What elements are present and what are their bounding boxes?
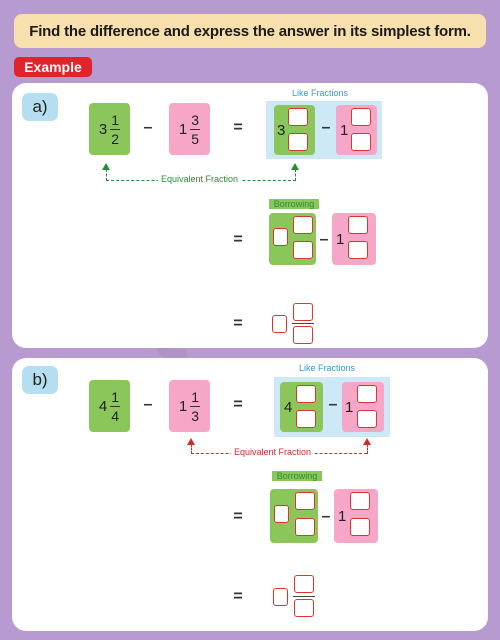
denominator-input-b-answer[interactable] (294, 599, 314, 617)
denominator-input-a-answer[interactable] (293, 326, 313, 344)
arrow-up-icon (291, 163, 299, 170)
arrow-up-icon (363, 438, 371, 445)
numerator-input-a-answer[interactable] (293, 303, 313, 321)
equals-sign: = (233, 588, 243, 605)
fraction-bar (293, 596, 315, 597)
minus-sign: – (143, 396, 153, 413)
whole-input-b-answer[interactable] (273, 588, 288, 606)
example-badge: Example (14, 57, 92, 77)
dashed-connector (191, 444, 192, 454)
borrow-whole-a2: 1 (336, 231, 345, 248)
numerator: 1 (111, 388, 120, 405)
denominator: 2 (111, 130, 120, 147)
mixed-number-card-b2: 1 1 3 (169, 380, 210, 432)
mixed-number-card-a2: 1 3 5 (169, 103, 210, 155)
equals-sign: = (233, 231, 243, 248)
whole-input-a-borrow[interactable] (273, 228, 288, 246)
mixed-number-card-b1: 4 1 4 (89, 380, 130, 432)
minus-sign: – (143, 119, 153, 136)
equals-sign: = (233, 119, 243, 136)
instruction-text: Find the difference and express the answ… (29, 22, 471, 40)
denominator-input-b-borrow2[interactable] (350, 518, 370, 536)
numerator-input-b-borrow1[interactable] (295, 492, 315, 510)
arrow-up-icon (187, 438, 195, 445)
like-fractions-caption: Like Fractions (298, 363, 356, 373)
equivalent-fraction-caption: Equivalent Fraction (231, 447, 315, 457)
numerator-input-b-borrow2[interactable] (350, 492, 370, 510)
problem-label-a: a) (22, 93, 58, 121)
denominator-input-a-like1[interactable] (288, 133, 308, 151)
denominator-input-b-borrow1[interactable] (295, 518, 315, 536)
whole-part: 1 (178, 120, 188, 138)
dashed-connector (367, 444, 368, 454)
numerator-input-a-borrow1[interactable] (293, 216, 313, 234)
denominator-input-a-like2[interactable] (351, 133, 371, 151)
numerator-input-b-like2[interactable] (357, 385, 377, 403)
equivalent-fraction-caption: Equivalent Fraction (158, 174, 242, 184)
numerator-input-a-borrow2[interactable] (348, 216, 368, 234)
denominator: 4 (111, 407, 120, 424)
fraction-bar (110, 405, 121, 407)
whole-part: 4 (98, 397, 108, 415)
numerator: 3 (191, 111, 200, 128)
numerator-input-a-like1[interactable] (288, 108, 308, 126)
fraction: 1 4 (110, 388, 121, 424)
equals-sign: = (233, 396, 243, 413)
borrow-whole-b2: 1 (338, 508, 347, 525)
denominator-input-a-borrow1[interactable] (293, 241, 313, 259)
mixed-number-card-a1: 3 1 2 (89, 103, 130, 155)
whole-part: 1 (178, 397, 188, 415)
like-whole-b2: 1 (345, 399, 354, 416)
borrowing-caption: Borrowing (272, 471, 322, 481)
fraction-bar (190, 405, 201, 407)
whole-part: 3 (98, 120, 108, 138)
like-whole-a1: 3 (277, 122, 286, 139)
denominator-input-b-like1[interactable] (296, 410, 316, 428)
problem-panel-b: b) 4 1 4 – 1 1 3 = Like Fractions 4 – 1 … (12, 358, 488, 631)
dashed-connector (106, 169, 107, 181)
denominator: 3 (191, 407, 200, 424)
problem-panel-a: a) 3 1 2 – 1 3 5 = Like Fractions 3 – 1 … (12, 83, 488, 348)
fraction: 1 3 (190, 388, 201, 424)
problem-label-b: b) (22, 366, 58, 394)
example-label: Example (24, 59, 82, 75)
like-whole-b1: 4 (284, 399, 293, 416)
fraction: 3 5 (190, 111, 201, 147)
minus-sign: – (328, 396, 338, 413)
whole-input-b-borrow[interactable] (274, 505, 289, 523)
numerator-input-b-answer[interactable] (294, 575, 314, 593)
fraction: 1 2 (110, 111, 121, 147)
whole-input-a-answer[interactable] (272, 315, 287, 333)
instruction-banner: Find the difference and express the answ… (14, 14, 486, 48)
fraction-bar (292, 323, 314, 324)
borrowing-caption: Borrowing (269, 199, 319, 209)
fraction-bar (110, 128, 121, 130)
equals-sign: = (233, 315, 243, 332)
minus-sign: – (319, 231, 329, 248)
equals-sign: = (233, 508, 243, 525)
like-fractions-caption: Like Fractions (291, 88, 349, 98)
fraction-bar (190, 128, 201, 130)
dashed-connector (295, 169, 296, 181)
numerator-input-b-like1[interactable] (296, 385, 316, 403)
numerator: 1 (191, 388, 200, 405)
minus-sign: – (321, 508, 331, 525)
like-whole-a2: 1 (340, 122, 349, 139)
minus-sign: – (321, 119, 331, 136)
numerator: 1 (111, 111, 120, 128)
arrow-up-icon (102, 163, 110, 170)
numerator-input-a-like2[interactable] (351, 108, 371, 126)
denominator-input-a-borrow2[interactable] (348, 241, 368, 259)
denominator: 5 (191, 130, 200, 147)
denominator-input-b-like2[interactable] (357, 410, 377, 428)
